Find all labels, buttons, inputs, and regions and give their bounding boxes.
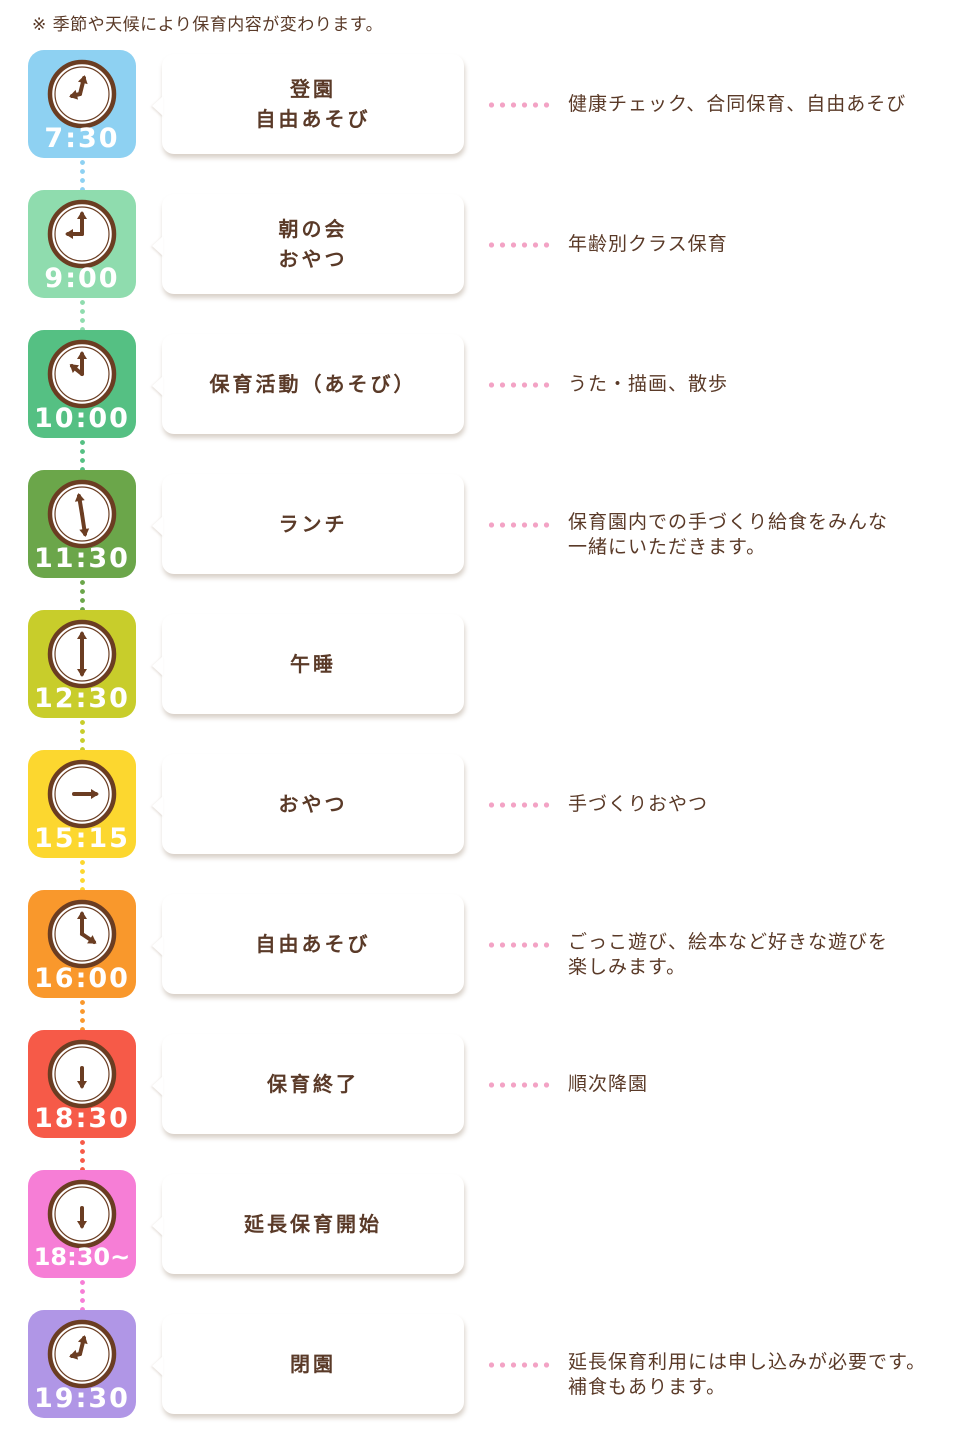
clock-icon: [47, 899, 117, 969]
activity-description: 順次降園: [568, 1073, 649, 1095]
time-label: 9:00: [44, 263, 120, 294]
time-badge: 11:30: [28, 470, 136, 578]
activity-description: 年齢別クラス保育: [568, 233, 728, 255]
activity-bubble: 閉園: [162, 1314, 464, 1414]
schedule-row: 18:30~ 延長保育開始: [0, 1170, 960, 1280]
time-label: 11:30: [34, 543, 130, 574]
schedule-row: 16:00 自由あそび ごっこ遊び、絵本など好きな遊びを 楽しみます。: [0, 890, 960, 1000]
time-badge: 19:30: [28, 1310, 136, 1418]
clock-icon: [47, 1179, 117, 1249]
dotted-leader: [486, 802, 554, 808]
timeline-connector: [80, 1138, 85, 1170]
activity-label: 延長保育開始: [244, 1212, 382, 1236]
timeline-connector: [80, 298, 85, 330]
activity-bubble: 保育活動（あそび）: [162, 334, 464, 434]
dotted-leader: [486, 1082, 554, 1088]
activity-description: 健康チェック、合同保育、自由あそび: [568, 93, 907, 115]
schedule-row: 15:15 おやつ 手づくりおやつ: [0, 750, 960, 860]
time-label: 15:15: [34, 823, 130, 854]
time-label: 18:30~: [33, 1243, 131, 1271]
schedule-row: 10:00 保育活動（あそび） うた・描画、散歩: [0, 330, 960, 440]
dotted-leader: [486, 242, 554, 248]
timeline-connector: [80, 858, 85, 890]
time-label: 16:00: [34, 963, 130, 994]
clock-icon: [47, 759, 117, 829]
activity-description: 延長保育利用には申し込みが必要です。 補食もあります。: [568, 1351, 927, 1398]
clock-icon: [47, 1319, 117, 1389]
timeline-connector: [80, 158, 85, 190]
dotted-leader: [486, 1362, 554, 1368]
schedule-row: 12:30 午睡: [0, 610, 960, 720]
time-badge: 18:30: [28, 1030, 136, 1138]
activity-bubble: 延長保育開始: [162, 1174, 464, 1274]
dotted-leader: [486, 522, 554, 528]
time-label: 19:30: [34, 1383, 130, 1414]
time-badge: 15:15: [28, 750, 136, 858]
time-badge: 12:30: [28, 610, 136, 718]
activity-bubble: 保育終了: [162, 1034, 464, 1134]
schedule-row: 19:30 閉園 延長保育利用には申し込みが必要です。 補食もあります。: [0, 1310, 960, 1420]
timeline-connector: [80, 578, 85, 610]
time-badge: 16:00: [28, 890, 136, 998]
timeline-connector: [80, 718, 85, 750]
activity-bubble: 自由あそび: [162, 894, 464, 994]
clock-icon: [47, 619, 117, 689]
activity-label: 朝の会 おやつ: [278, 217, 348, 271]
schedule-row: 7:30 登園 自由あそび 健康チェック、合同保育、自由あそび: [0, 50, 960, 160]
dotted-leader: [486, 382, 554, 388]
time-label: 7:30: [44, 123, 120, 154]
activity-bubble: ランチ: [162, 474, 464, 574]
activity-bubble: 登園 自由あそび: [162, 54, 464, 154]
dotted-leader: [486, 102, 554, 108]
activity-label: 午睡: [290, 652, 336, 676]
activity-description: 保育園内での手づくり給食をみんな 一緒にいただきます。: [568, 511, 889, 558]
time-badge: 7:30: [28, 50, 136, 158]
activity-label: 登園 自由あそび: [255, 77, 371, 131]
clock-icon: [47, 1039, 117, 1109]
activity-bubble: おやつ: [162, 754, 464, 854]
schedule-row: 11:30 ランチ 保育園内での手づくり給食をみんな 一緒にいただきます。: [0, 470, 960, 580]
time-badge: 10:00: [28, 330, 136, 438]
timeline-connector: [80, 438, 85, 470]
schedule-row: 9:00 朝の会 おやつ 年齢別クラス保育: [0, 190, 960, 300]
activity-description: 手づくりおやつ: [568, 793, 709, 815]
activity-label: ランチ: [278, 512, 348, 536]
activity-bubble: 午睡: [162, 614, 464, 714]
time-badge: 9:00: [28, 190, 136, 298]
clock-icon: [47, 59, 117, 129]
activity-label: 保育活動（あそび）: [209, 372, 417, 396]
activity-label: 自由あそび: [255, 932, 371, 956]
clock-icon: [47, 199, 117, 269]
time-label: 12:30: [34, 683, 130, 714]
schedule-note: ※ 季節や天候により保育内容が変わります。: [32, 15, 384, 35]
schedule-row: 18:30 保育終了 順次降園: [0, 1030, 960, 1140]
activity-bubble: 朝の会 おやつ: [162, 194, 464, 294]
time-label: 10:00: [34, 403, 130, 434]
time-label: 18:30: [34, 1103, 130, 1134]
clock-icon: [47, 339, 117, 409]
activity-label: 保育終了: [267, 1072, 359, 1096]
time-badge: 18:30~: [28, 1170, 136, 1278]
activity-description: ごっこ遊び、絵本など好きな遊びを 楽しみます。: [568, 931, 889, 978]
activity-label: 閉園: [290, 1352, 336, 1376]
activity-label: おやつ: [278, 792, 348, 816]
clock-icon: [47, 479, 117, 549]
timeline-connector: [80, 998, 85, 1030]
timeline-connector: [80, 1278, 85, 1310]
activity-description: うた・描画、散歩: [568, 373, 729, 395]
dotted-leader: [486, 942, 554, 948]
